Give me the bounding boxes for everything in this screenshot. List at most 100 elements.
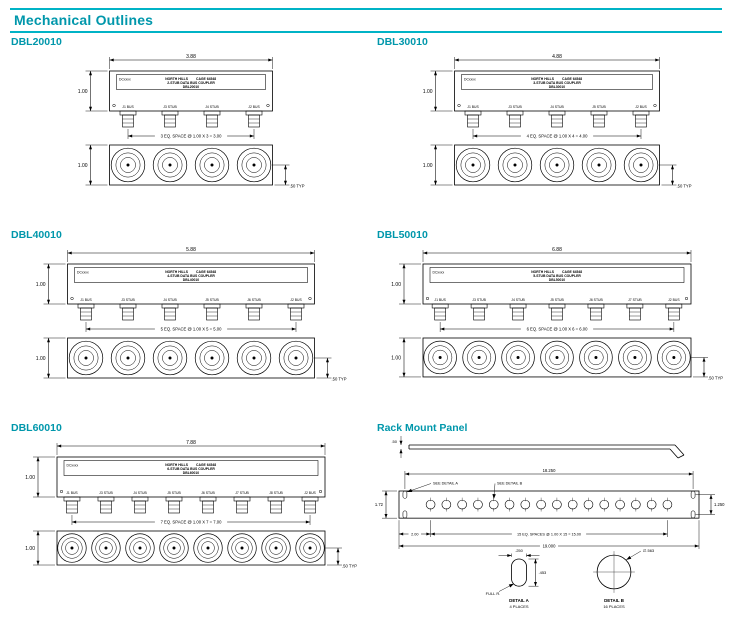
spacing-dim-label: 3 EQ. SPACE @ 1.00 X 3 = 3.00: [161, 134, 223, 139]
cage-code-label: CAGE 64548: [196, 270, 216, 274]
dbl30010-drawing: 4.88 1.00 DCxxxx NORTH HILLS CAGE 645483-STU…: [423, 54, 692, 189]
coupler-model-label: DBL40010: [183, 278, 200, 282]
connector-label: J4 STUB: [550, 105, 564, 109]
detail-b-places: 16 PLACES: [603, 604, 625, 609]
panel-title-dbl40010: DBL40010: [11, 229, 62, 241]
connector-label: J2 BUS: [668, 298, 680, 302]
connector-label: J4 STUB: [205, 105, 219, 109]
connector-label: J5 STUB: [550, 298, 564, 302]
page-header: Mechanical Outlines: [0, 0, 732, 33]
maker-label: NORTH HILLS: [531, 77, 555, 81]
height-dim-label: 1.00: [78, 89, 88, 95]
datecode-label: DCxxxx: [433, 271, 445, 275]
panel-dbl50010: DBL50010 6.88 1.00 DCxxxx NORTH HILLS CAGE 6…: [366, 226, 732, 419]
connector-label: J3 STUB: [508, 105, 522, 109]
connector-label: J1 BUS: [80, 298, 92, 302]
width-dim-label: 4.88: [552, 54, 562, 60]
datecode-label: DCxxxx: [464, 78, 476, 82]
front-height-dim-label: 1.00: [78, 163, 88, 169]
cage-code-label: CAGE 64548: [562, 270, 582, 274]
connector-label: J1 BUS: [434, 298, 446, 302]
see-detail-a-callout: SEE DETAIL A: [433, 482, 458, 486]
spacing-dim-label: 6 EQ. SPACE @ 1.00 X 6 = 6.00: [527, 327, 589, 332]
cage-code-label: CAGE 64548: [562, 77, 582, 81]
spacing-dim-label: 7 EQ. SPACE @ 1.00 X 7 = 7.00: [161, 520, 223, 525]
connector-label: J7 STUB: [235, 491, 249, 495]
connector-label: J1 BUS: [66, 491, 78, 495]
height-dim-label: 1.00: [423, 89, 433, 95]
panel-title-dbl50010: DBL50010: [377, 229, 428, 241]
typ-dim-label: .50 TYP: [708, 375, 723, 380]
detail-b-caption: DETAIL B: [604, 598, 624, 603]
header-rule-bottom: [10, 31, 722, 33]
maker-label: NORTH HILLS: [165, 77, 189, 81]
dbl50010-drawing: 6.88 1.00 DCxxxx NORTH HILLS CAGE 645485-STU…: [391, 247, 723, 380]
header-rule-top: [10, 8, 722, 10]
total-width-dim-label: 19.000: [543, 544, 556, 549]
coupler-model-label: DBL20010: [183, 85, 200, 89]
connector-label: J6 STUB: [247, 298, 261, 302]
connector-label: J3 STUB: [472, 298, 486, 302]
datecode-label: DCxxxx: [77, 271, 89, 275]
panel-title-dbl60010: DBL60010: [11, 422, 62, 434]
coupler-type-label: 5-STUB DATA BUS COUPLER: [533, 274, 581, 278]
coupler-model-label: DBL50010: [549, 278, 566, 282]
connector-label: J7 STUB: [628, 298, 642, 302]
width-dim-label: 3.88: [186, 54, 196, 60]
height-dim-label: 1.00: [391, 282, 401, 288]
connector-label: J2 BUS: [635, 105, 647, 109]
connector-label: J1 BUS: [467, 105, 479, 109]
slot-spacing-dim-label: 1.250: [714, 502, 725, 507]
spacing-dim-label: 5 EQ. SPACE @ 1.00 X 5 = 5.00: [161, 327, 223, 332]
slot-length-dim-label: .453: [539, 570, 548, 575]
cage-code-label: CAGE 64548: [196, 463, 216, 467]
panel-dbl30010: DBL30010 4.88 1.00 DCxxxx NORTH HILLS CAGE 6…: [366, 33, 732, 226]
coupler-type-label: 3-STUB DATA BUS COUPLER: [533, 81, 581, 85]
connector-label: J6 STUB: [201, 491, 215, 495]
connector-label: J2 BUS: [290, 298, 302, 302]
width-dim-label: 5.88: [186, 247, 196, 253]
panel-title-dbl20010: DBL20010: [11, 36, 62, 48]
front-height-dim-label: 1.00: [391, 355, 401, 361]
connector-label: J4 STUB: [133, 491, 147, 495]
connector-label: J5 STUB: [205, 298, 219, 302]
connector-label: J3 STUB: [121, 298, 135, 302]
coupler-type-label: 2-STUB DATA BUS COUPLER: [167, 81, 215, 85]
connector-label: J6 STUB: [589, 298, 603, 302]
thickness-dim-label: .50: [391, 439, 397, 444]
spaces-dim-label: 15 EQ. SPACES @ 1.00 X 15 = 15.00: [517, 532, 581, 536]
typ-dim-label: .50 TYP: [676, 184, 691, 189]
datecode-label: DCxxxx: [119, 78, 131, 82]
width-dim-label: 6.88: [552, 247, 562, 253]
connector-label: J1 BUS: [122, 105, 134, 109]
maker-label: NORTH HILLS: [531, 270, 555, 274]
spacing-dim-label: 4 EQ. SPACE @ 1.00 X 4 = 4.00: [527, 134, 589, 139]
front-height-dim-label: 1.00: [36, 356, 46, 362]
hole-diameter-dim-label: ∅.563: [643, 548, 655, 553]
width-dim-label: 7.88: [186, 440, 196, 446]
full-radius-note: FULL R.: [486, 591, 501, 596]
connector-label: J5 STUB: [167, 491, 181, 495]
coupler-type-label: 4-STUB DATA BUS COUPLER: [167, 274, 215, 278]
maker-label: NORTH HILLS: [165, 463, 189, 467]
typ-dim-label: .50 TYP: [342, 564, 357, 569]
connector-label: J4 STUB: [163, 298, 177, 302]
see-detail-b-callout: SEE DETAIL B: [497, 482, 523, 486]
detail-a-places: 4 PLACES: [509, 604, 528, 609]
panel-height-dim-label: 1.72: [375, 502, 384, 507]
connector-label: J5 STUB: [592, 105, 606, 109]
coupler-model-label: DBL60010: [183, 471, 200, 475]
typ-dim-label: .50 TYP: [331, 377, 346, 382]
connector-label: J4 STUB: [511, 298, 525, 302]
coupler-type-label: 6-STUB DATA BUS COUPLER: [167, 467, 215, 471]
connector-label: J2 BUS: [304, 491, 316, 495]
coupler-model-label: DBL30010: [549, 85, 566, 89]
